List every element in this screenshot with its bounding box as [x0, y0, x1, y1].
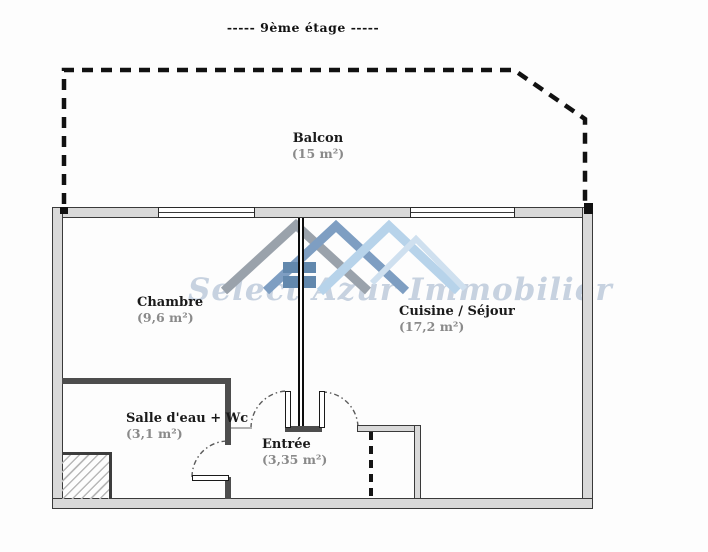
room-area: (17,2 m²): [399, 319, 465, 334]
room-name: Salle d'eau + Wc: [126, 411, 249, 426]
room-name: Entrée: [262, 437, 311, 452]
entry-right-door-leaf: [319, 391, 325, 428]
window-sejour: [410, 207, 515, 218]
wall-corridor-thin: [231, 427, 252, 429]
window-chambre: [158, 207, 255, 218]
room-name: Cuisine / Séjour: [399, 304, 515, 319]
bathroom-door-leaf: [192, 475, 229, 481]
room-label-chambre: Chambre (9,6 m²): [137, 295, 203, 325]
room-area: (15 m²): [291, 146, 345, 161]
wall-right: [582, 207, 593, 509]
wall-chambre-cuisine: [298, 218, 304, 429]
room-area: (3,35 m²): [262, 452, 328, 467]
balcony-wall-junction-right: [584, 203, 593, 214]
wall-bottom: [52, 498, 593, 509]
logo-window-icon: [283, 262, 316, 288]
entry-left-door-leaf: [285, 391, 291, 428]
dashed-partition-entree: [369, 432, 373, 498]
shaft-hatched-area: [62, 452, 112, 499]
wall-entree-right: [414, 425, 421, 499]
bathroom-door-swing-arc: [191, 440, 229, 478]
wall-corridor-mid: [285, 426, 322, 432]
room-area: (9,6 m²): [137, 310, 194, 325]
entry-right-door-swing-arc: [321, 391, 359, 429]
wall-bathroom-top: [62, 378, 231, 384]
balcony-wall-junction-left: [60, 207, 68, 214]
room-name: Chambre: [137, 295, 204, 310]
entry-left-door-swing-arc: [250, 390, 289, 429]
wall-bathroom-right-lower: [225, 477, 231, 499]
room-label-entree: Entrée (3,35 m²): [262, 437, 327, 467]
wall-bathroom-right-upper: [225, 378, 231, 445]
room-label-salle-eau: Salle d'eau + Wc (3,1 m²): [126, 411, 248, 441]
floor-title: ----- 9ème étage -----: [226, 20, 380, 35]
room-label-balcon: Balcon (15 m²): [263, 131, 373, 161]
room-area: (3,1 m²): [126, 426, 183, 441]
room-label-cuisine-sejour: Cuisine / Séjour (17,2 m²): [399, 304, 515, 334]
house-logo-icon: [220, 218, 468, 296]
wall-entree-top: [357, 425, 420, 432]
room-name: Balcon: [292, 131, 344, 146]
